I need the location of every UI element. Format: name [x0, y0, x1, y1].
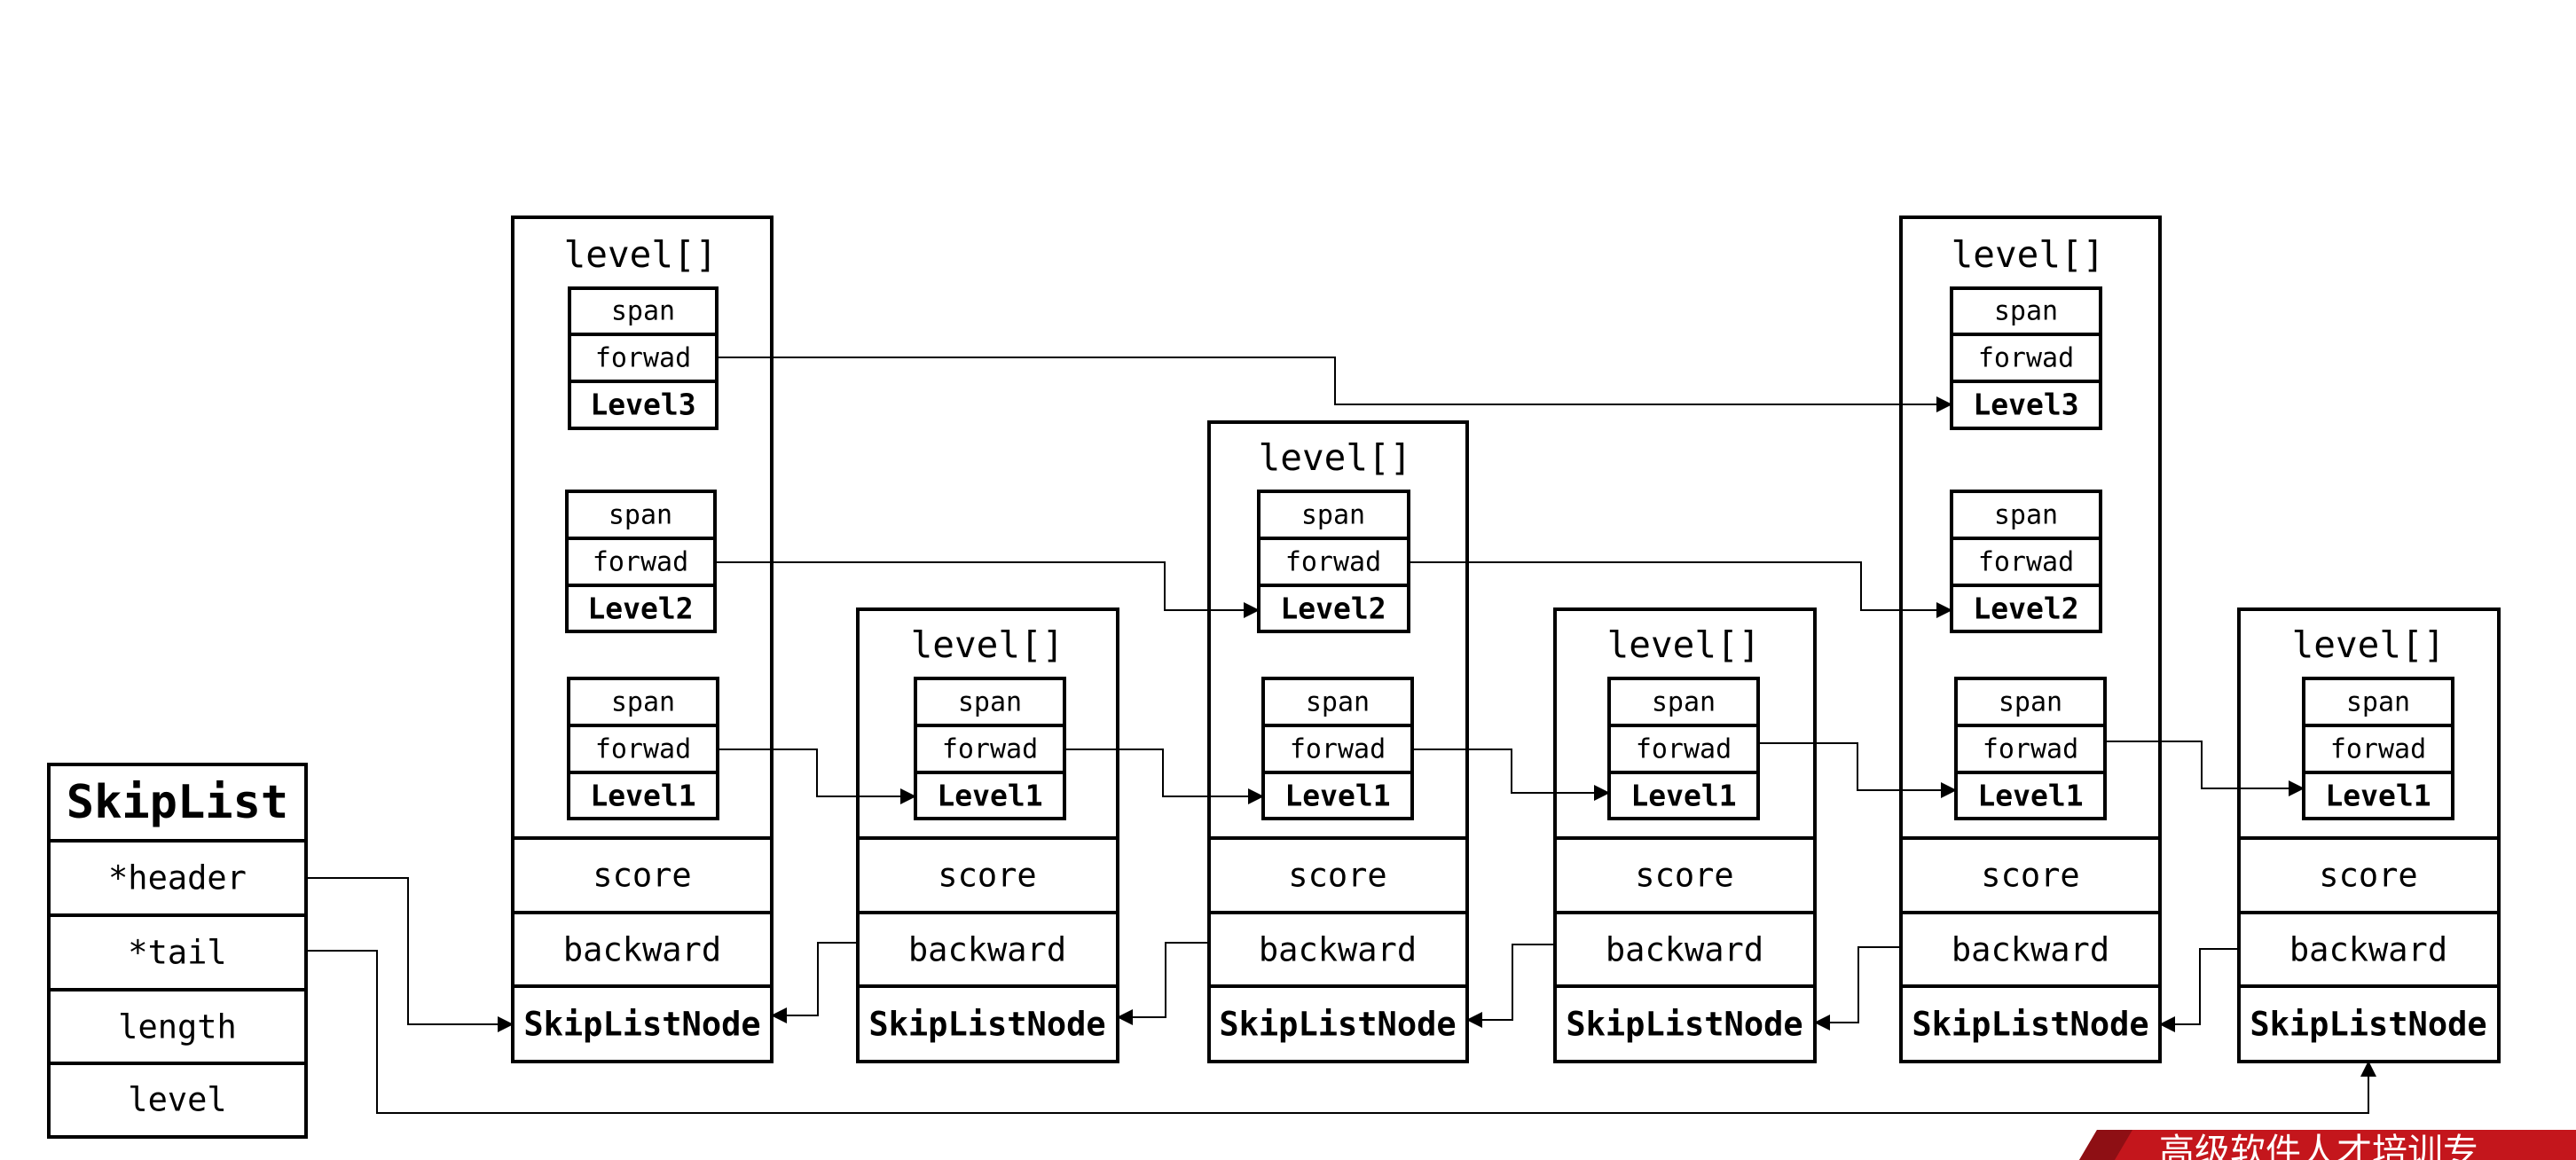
forward-arrow-level1: [1412, 749, 1610, 801]
level-array-label: level[]: [564, 233, 718, 276]
backward-arrow: [1466, 944, 1555, 1028]
span-label: span: [958, 687, 1022, 718]
level-label: Level1: [1284, 779, 1390, 813]
forward-label: forwad: [1285, 547, 1381, 578]
forward-label: forwad: [1290, 734, 1386, 765]
level-label: Level2: [1973, 592, 2078, 626]
skiplist-node-2: level[] span forwad Level1 score backwar…: [856, 607, 1119, 1063]
level-label: Level1: [1977, 779, 2083, 813]
backward-label: backward: [1952, 931, 2109, 969]
score-label: score: [1635, 857, 1733, 895]
span-label: span: [1306, 687, 1370, 718]
forward-label: forwad: [595, 343, 691, 374]
forward-arrow-level3: [717, 357, 1952, 412]
level-label: Level3: [1973, 388, 2078, 422]
level-label: Level1: [1630, 779, 1736, 813]
level-label: Level1: [590, 779, 695, 813]
level-label: Level1: [2325, 779, 2431, 813]
score-label: score: [593, 857, 691, 895]
skiplist-field-tail: *tail: [128, 934, 226, 972]
forward-label: forwad: [593, 547, 688, 578]
level-array-label: level[]: [911, 623, 1064, 666]
level-label: Level2: [1280, 592, 1386, 626]
span-label: span: [2346, 687, 2410, 718]
span-label: span: [611, 296, 675, 327]
level-label: Level2: [587, 592, 693, 626]
backward-label: backward: [908, 931, 1066, 969]
forward-label: forwad: [1978, 547, 2074, 578]
brand-banner: 高级软件人才培训专: [2079, 1130, 2576, 1160]
forward-arrow-level2: [1409, 561, 1952, 618]
backward-label: backward: [563, 931, 721, 969]
score-label: score: [1981, 857, 2079, 895]
tail-pointer-arrow: [306, 950, 2376, 1114]
level-array-label: level[]: [1259, 436, 1412, 479]
forward-label: forwad: [1978, 343, 2074, 374]
forward-label: forwad: [595, 734, 691, 765]
node-type-label: SkipListNode: [523, 1006, 760, 1044]
skiplist-node-3: level[] span forwad Level2 span forwad L…: [1207, 420, 1469, 1063]
backward-arrow: [2159, 948, 2239, 1032]
backward-arrow: [1814, 946, 1901, 1031]
forward-arrow-level1: [2105, 741, 2305, 796]
skiplist-node-5: level[] span forwad Level3 span forwad L…: [1899, 216, 2162, 1063]
span-label: span: [1999, 687, 2062, 718]
node-type-label: SkipListNode: [2250, 1006, 2486, 1044]
forward-arrow-level1: [718, 749, 916, 804]
span-label: span: [1994, 500, 2058, 531]
level-label: Level1: [937, 779, 1042, 813]
span-label: span: [1652, 687, 1716, 718]
backward-label: backward: [2289, 931, 2447, 969]
forward-label: forwad: [2330, 734, 2426, 765]
forward-label: forwad: [942, 734, 1038, 765]
forward-arrow-level1: [1758, 742, 1957, 798]
skiplist-node-4: level[] span forwad Level1 score backwar…: [1553, 607, 1817, 1063]
skiplist-title: SkipList: [67, 776, 288, 829]
forward-label: forwad: [1636, 734, 1732, 765]
backward-label: backward: [1259, 931, 1417, 969]
level-array-label: level[]: [2292, 623, 2446, 666]
skiplist-node-6: level[] span forwad Level1 score backwar…: [2237, 607, 2501, 1063]
node-type-label: SkipListNode: [1566, 1006, 1802, 1044]
level-array-label: level[]: [1952, 233, 2105, 276]
skiplist-field-level: level: [128, 1081, 226, 1119]
brand-banner-text: 高级软件人才培训专: [2159, 1132, 2478, 1160]
forward-label: forwad: [1983, 734, 2078, 765]
forward-arrow-level1: [1064, 749, 1264, 804]
span-label: span: [1994, 296, 2058, 327]
score-label: score: [2319, 857, 2417, 895]
node-type-label: SkipListNode: [1219, 1006, 1456, 1044]
level-array-label: level[]: [1607, 623, 1761, 666]
node-type-label: SkipListNode: [1912, 1006, 2148, 1044]
skiplist-field-header: *header: [108, 859, 247, 897]
score-label: score: [1288, 857, 1386, 895]
skiplist-node-1: level[] span forwad Level3 span forwad L…: [511, 216, 774, 1063]
backward-label: backward: [1606, 931, 1763, 969]
backward-arrow: [771, 942, 858, 1023]
span-label: span: [611, 687, 675, 718]
level-label: Level3: [590, 388, 695, 422]
backward-arrow: [1117, 942, 1209, 1025]
span-label: span: [609, 500, 672, 531]
span-label: span: [1301, 500, 1365, 531]
skiplist-field-length: length: [118, 1008, 237, 1046]
score-label: score: [938, 857, 1036, 895]
node-type-label: SkipListNode: [868, 1006, 1105, 1044]
header-pointer-arrow: [306, 877, 514, 1032]
forward-arrow-level2: [715, 561, 1260, 618]
